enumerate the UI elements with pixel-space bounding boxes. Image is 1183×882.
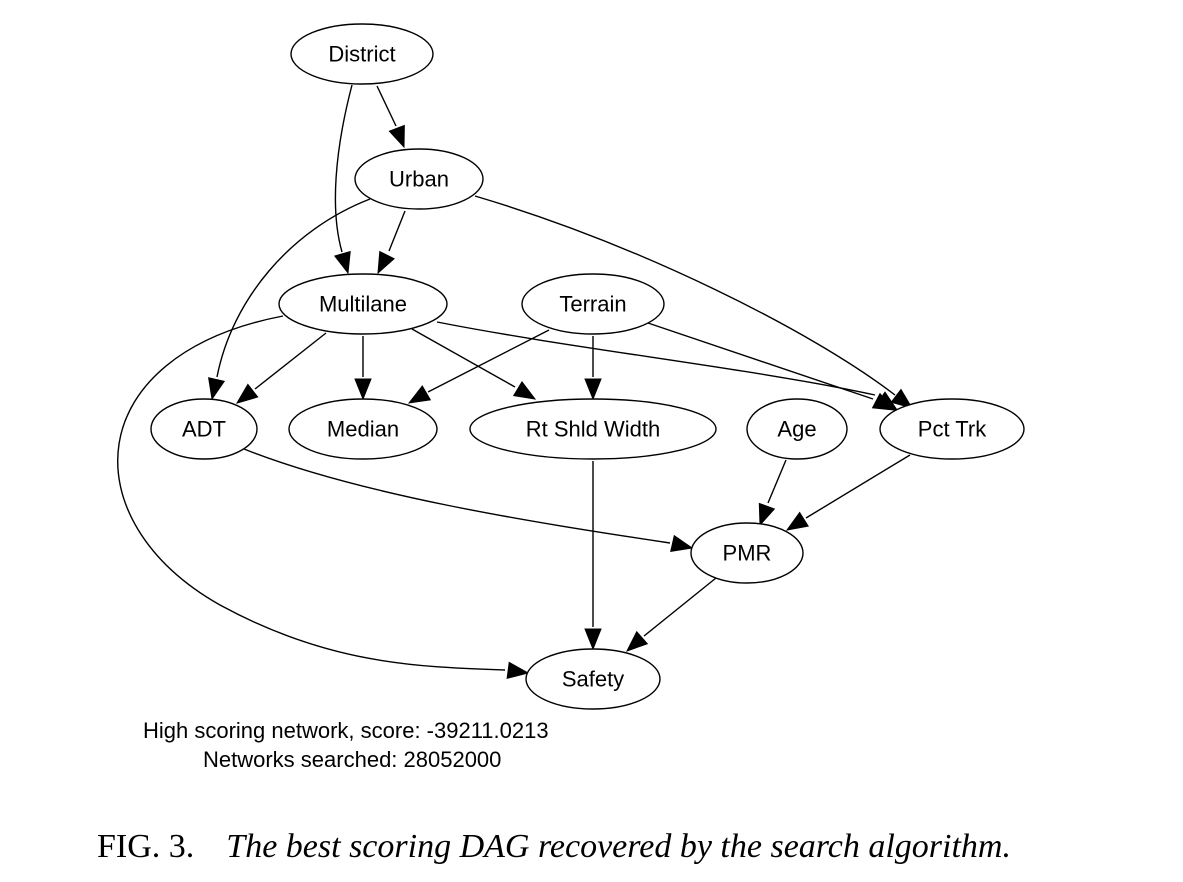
arrowhead-icon xyxy=(388,124,405,149)
arrowhead-icon xyxy=(512,380,537,400)
node-safety: Safety xyxy=(525,648,661,710)
edge-multilane-to-adt xyxy=(235,332,327,404)
arrowhead-icon xyxy=(758,502,776,527)
edge-line xyxy=(376,85,397,127)
edge-urban-to-adt xyxy=(208,198,371,401)
node-median: Median xyxy=(288,398,438,460)
edge-line xyxy=(427,329,550,393)
edge-district-to-multilane xyxy=(333,84,353,275)
arrowhead-icon xyxy=(407,385,432,404)
arrowhead-icon xyxy=(377,250,395,275)
node-ellipse xyxy=(746,398,848,460)
arrowhead-icon xyxy=(584,378,602,401)
node-label: Urban xyxy=(389,167,449,192)
edge-multilane-to-median xyxy=(354,336,372,401)
edge-line xyxy=(388,210,406,252)
node-ellipse xyxy=(690,522,804,584)
node-pcttrk: Pct Trk xyxy=(879,398,1025,460)
edge-adt-to-pmr xyxy=(243,448,694,552)
node-rtshld: Rt Shld Width xyxy=(469,398,717,460)
node-label: Safety xyxy=(562,667,624,692)
arrowhead-icon xyxy=(625,630,649,652)
node-label: Multilane xyxy=(319,292,407,317)
node-ellipse xyxy=(150,398,258,460)
caption-text: The best scoring DAG recovered by the se… xyxy=(226,828,1011,865)
arrowhead-icon xyxy=(871,392,896,411)
figure-caption: FIG. 3. The best scoring DAG recovered by… xyxy=(97,828,1011,866)
edge-terrain-to-rtshld xyxy=(584,336,602,401)
node-ellipse xyxy=(521,273,665,335)
node-label: District xyxy=(328,42,395,67)
node-label: ADT xyxy=(182,417,226,442)
edge-line xyxy=(643,577,717,637)
edge-urban-to-multilane xyxy=(377,210,406,275)
arrowhead-icon xyxy=(785,511,809,531)
edge-line xyxy=(436,321,876,396)
node-ellipse xyxy=(879,398,1025,460)
edge-line xyxy=(216,198,371,378)
node-ellipse xyxy=(288,398,438,460)
arrowhead-icon xyxy=(890,388,914,409)
edge-pcttrk-to-pmr xyxy=(785,454,911,531)
node-label: Pct Trk xyxy=(918,417,987,442)
edge-district-to-urban xyxy=(376,85,405,149)
node-pmr: PMR xyxy=(690,522,804,584)
node-label: Rt Shld Width xyxy=(526,417,661,442)
edge-terrain-to-median xyxy=(407,329,550,404)
edge-rtshld-to-safety xyxy=(584,461,602,651)
edge-line xyxy=(411,328,516,388)
node-ellipse xyxy=(354,148,484,210)
arrowhead-icon xyxy=(208,377,226,401)
arrowhead-icon xyxy=(333,250,351,275)
node-ellipse xyxy=(278,273,448,335)
node-ellipse xyxy=(525,648,661,710)
node-multilane: Multilane xyxy=(278,273,448,335)
node-district: District xyxy=(290,23,434,85)
edge-line xyxy=(474,195,896,396)
arrowhead-icon xyxy=(584,628,602,651)
edge-pmr-to-safety xyxy=(625,577,717,652)
edge-line xyxy=(767,459,787,504)
figure-label: FIG. 3. xyxy=(97,828,195,865)
edge-line xyxy=(117,315,506,671)
edge-line xyxy=(243,448,671,544)
node-ellipse xyxy=(469,398,717,460)
node-label: PMR xyxy=(723,541,772,566)
networks-searched-text: Networks searched: 28052000 xyxy=(203,747,502,772)
edge-multilane-to-rtshld xyxy=(411,328,537,400)
node-adt: ADT xyxy=(150,398,258,460)
score-text: High scoring network, score: -39211.0213 xyxy=(143,718,549,743)
node-label: Median xyxy=(327,417,399,442)
arrowhead-icon xyxy=(235,383,259,404)
edge-age-to-pmr xyxy=(758,459,787,527)
edge-urban-to-pcttrk xyxy=(474,195,914,409)
edge-line xyxy=(647,322,874,400)
edge-line xyxy=(254,332,327,390)
arrowhead-icon xyxy=(506,661,530,680)
edge-multilane-to-safety xyxy=(117,315,530,680)
edge-line xyxy=(805,454,911,519)
edge-terrain-to-pcttrk xyxy=(647,322,896,411)
node-terrain: Terrain xyxy=(521,273,665,335)
node-ellipse xyxy=(290,23,434,85)
node-label: Terrain xyxy=(559,292,626,317)
edge-line xyxy=(334,84,353,253)
arrowhead-icon xyxy=(354,378,372,401)
arrowhead-icon xyxy=(670,534,694,552)
edge-multilane-to-pcttrk xyxy=(436,321,899,411)
node-age: Age xyxy=(746,398,848,460)
node-urban: Urban xyxy=(354,148,484,210)
node-label: Age xyxy=(777,417,816,442)
